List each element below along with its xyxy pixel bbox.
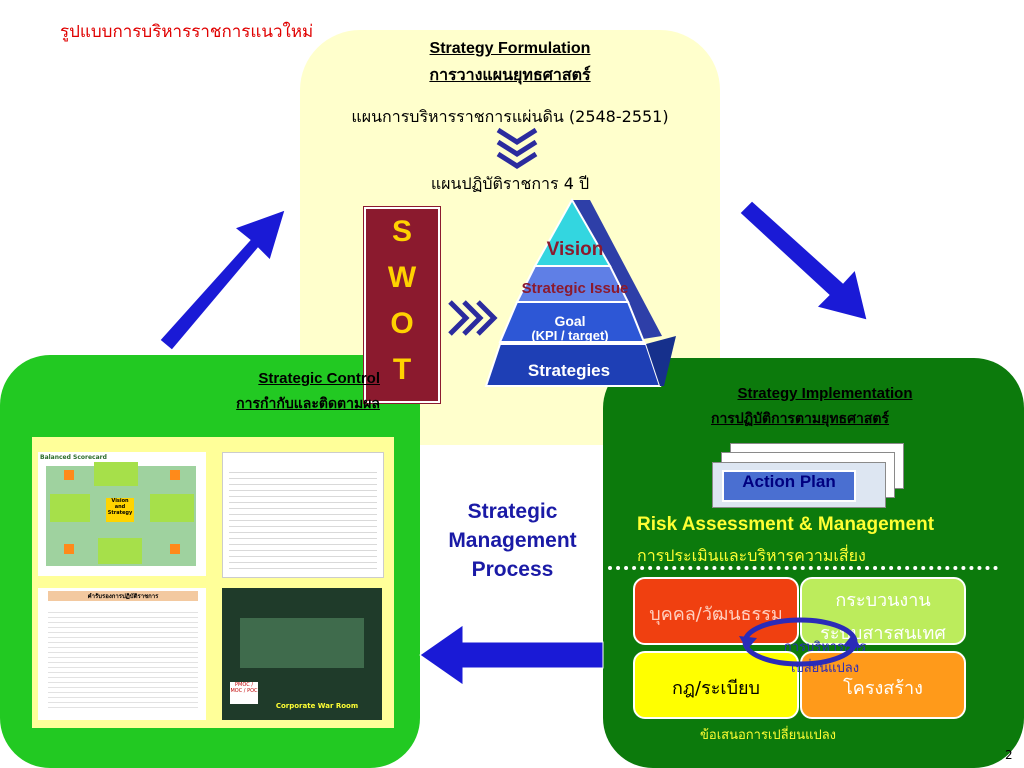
process-line-2: Management bbox=[448, 529, 577, 552]
scorecard-thumbnail: Balanced Scorecard Vision and Strategy bbox=[38, 452, 206, 576]
formulation-heading-th: การวางแผนยุทธศาสตร์ bbox=[429, 65, 591, 84]
national-plan-text: แผนการบริหารราชการแผ่นดิน (2548-2551) bbox=[351, 107, 669, 126]
people-culture-box: บุคคล/วัฒนธรรม bbox=[633, 577, 799, 645]
arrow-down-right-icon bbox=[739, 200, 868, 321]
action-plan-badge bbox=[722, 470, 856, 502]
structure-label: โครงสร้าง bbox=[843, 678, 923, 699]
control-heading-th: การกำกับและติดตามผล bbox=[236, 396, 380, 412]
pyramid-strategic-issue: Strategic Issue bbox=[521, 280, 629, 297]
swot-s: S bbox=[391, 215, 412, 248]
agreement-thumbnail: คำรับรองการปฏิบัติราชการ bbox=[38, 588, 206, 720]
process-line-3: Process bbox=[471, 558, 554, 581]
swot-box: S W O T bbox=[364, 207, 440, 403]
regulation-label: กฎ/ระเบียบ bbox=[672, 678, 760, 699]
scorecard-label: Balanced Scorecard bbox=[40, 454, 107, 461]
proposal-text: ข้อเสนอการเปลี่ยนแปลง bbox=[700, 728, 837, 743]
risk-heading-th: การประเมินและบริหารความเสี่ยง bbox=[637, 546, 866, 565]
slide-title: รูปแบบการบริหารราชการแนวใหม่ bbox=[60, 22, 314, 42]
arrow-up-right-icon bbox=[159, 209, 286, 351]
pyramid-vision: Vision bbox=[546, 239, 604, 260]
risk-heading-en: Risk Assessment & Management bbox=[637, 514, 935, 535]
vision-strategy-label: Vision and Strategy bbox=[106, 498, 134, 522]
page-number: 2 bbox=[1005, 748, 1013, 762]
war-room-label: Corporate War Room bbox=[275, 702, 359, 710]
report-table-thumbnail bbox=[222, 452, 384, 578]
strategy-pyramid bbox=[484, 197, 676, 387]
process-line-1: Strategic bbox=[467, 500, 558, 523]
people-culture-label: บุคคล/วัฒนธรรม bbox=[649, 604, 783, 625]
cycle-arrows-icon bbox=[739, 617, 861, 667]
moc-label: PMOC / MOC / POC bbox=[230, 682, 258, 704]
center-process-label: Strategic Management Process bbox=[420, 497, 605, 584]
pyramid-goal-sub: (KPI / target) bbox=[531, 328, 609, 343]
action-plan-label: Action Plan bbox=[742, 472, 836, 491]
swot-w: W bbox=[387, 261, 417, 294]
arrow-left-icon bbox=[419, 624, 604, 686]
regulation-box: กฎ/ระเบียบ bbox=[633, 651, 799, 719]
change-management-label: การบริหารการเปลี่ยนแปลง bbox=[783, 640, 867, 676]
implementation-heading-en: Strategy Implementation bbox=[737, 385, 913, 402]
pyramid-goal: Goal bbox=[554, 313, 586, 329]
agreement-label: คำรับรองการปฏิบัติราชการ bbox=[48, 591, 198, 601]
dotted-divider bbox=[608, 566, 998, 570]
four-year-plan-text: แผนปฏิบัติราชการ 4 ปี bbox=[430, 174, 590, 193]
process-it-box: กระบวนงาน ระบบสารสนเทศ bbox=[800, 577, 966, 645]
chevron-right-icon bbox=[448, 300, 498, 336]
process-label: กระบวนงาน bbox=[835, 590, 931, 611]
pyramid-strategies: Strategies bbox=[527, 361, 611, 380]
war-room-thumbnail: PMOC / MOC / POC Corporate War Room bbox=[222, 588, 382, 720]
swot-o: O bbox=[390, 307, 414, 340]
formulation-heading-en: Strategy Formulation bbox=[429, 40, 591, 57]
swot-t: T bbox=[392, 353, 412, 386]
control-heading-en: Strategic Control bbox=[258, 370, 380, 387]
implementation-heading-th: การปฏิบัติการตามยุทธศาสตร์ bbox=[710, 411, 890, 427]
chevron-down-icon bbox=[496, 127, 538, 169]
